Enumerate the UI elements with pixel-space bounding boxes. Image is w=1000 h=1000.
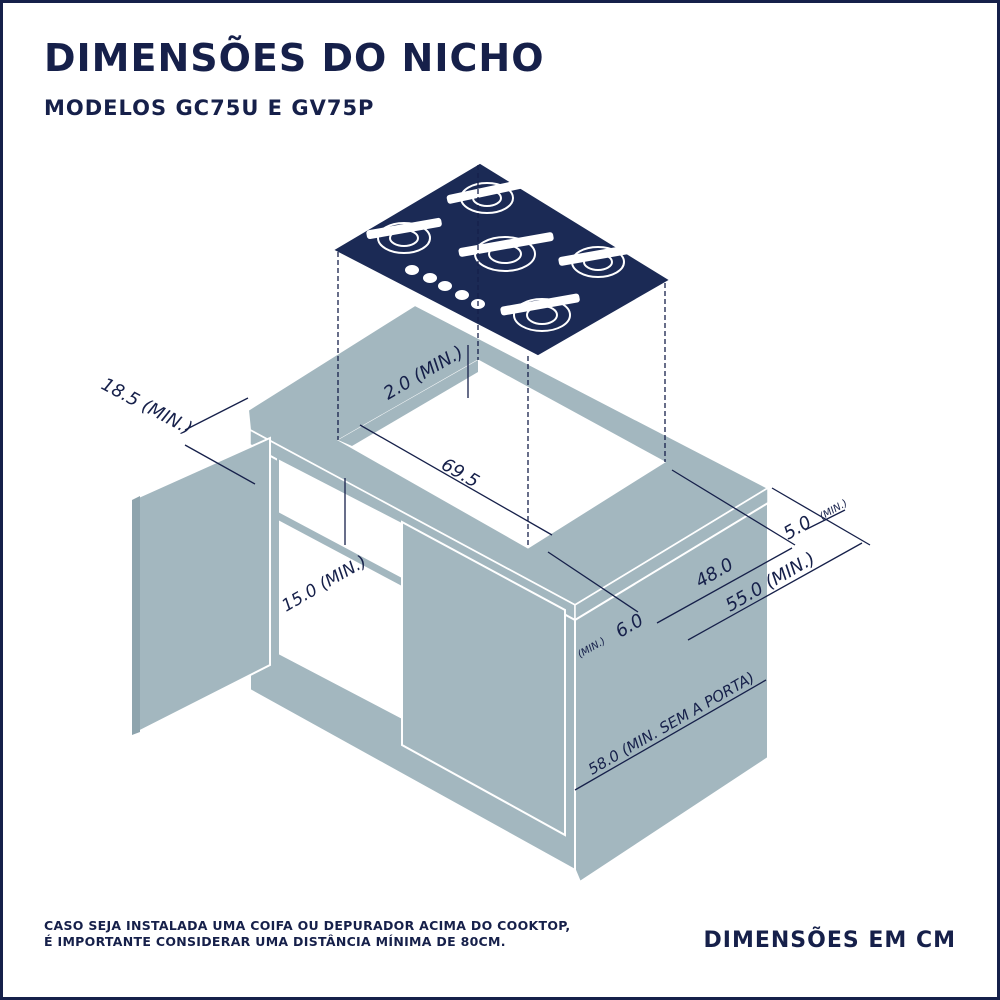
cooktop-glass [331, 162, 672, 357]
cutout-inner-left [338, 360, 478, 446]
footnote-line-1: CASO SEJA INSTALADA UMA COIFA OU DEPURAD… [44, 918, 571, 933]
footnote-line-2: É IMPORTANTE CONSIDERAR UMA DISTÂNCIA MÍ… [44, 934, 506, 949]
right-door [401, 520, 566, 837]
cabinet [131, 303, 771, 884]
cooktop [331, 162, 672, 357]
footnote: CASO SEJA INSTALADA UMA COIFA OU DEPURAD… [44, 918, 570, 950]
dim-side-clearance: 18.5 (MIN.) [98, 374, 196, 439]
grate-icon [366, 177, 642, 316]
units-label: DIMENSÕES EM CM [703, 928, 956, 953]
page-subtitle: MODELOS GC75U E GV75P [44, 96, 375, 120]
page-title: DIMENSÕES DO NICHO [44, 36, 545, 80]
dimension-lines [184, 345, 871, 791]
left-door-edge [132, 496, 140, 735]
interior-shelf [278, 512, 402, 586]
knob-icon [405, 265, 485, 309]
projection-lines [337, 165, 666, 548]
